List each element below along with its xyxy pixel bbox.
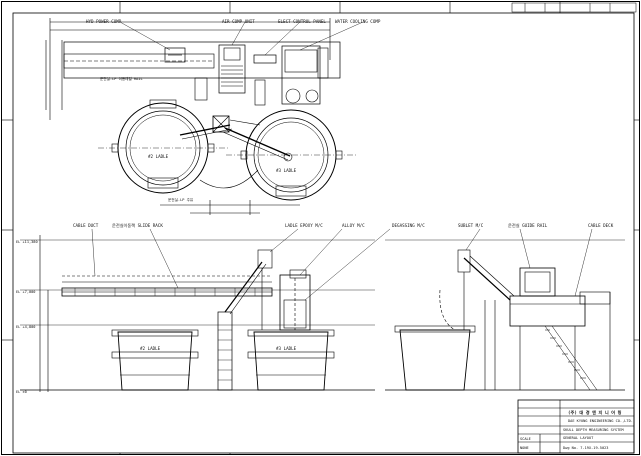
callout-degassing-mc: DEGASSING M/C [392, 223, 425, 228]
callout-water-cooling-comp: WATER COOLING COMP [335, 19, 381, 24]
title-block [517, 399, 635, 454]
label-plan-note: 운전실-LP 주유 [168, 197, 194, 202]
revision-strip [511, 2, 637, 13]
callout-slide-rack: 운전실이동랙 SLIDE RACK [112, 222, 163, 229]
callout-hyd-power-comp: HYD POWER COMP [86, 19, 122, 24]
callout-cable-duct: CABLE DUCT [73, 223, 99, 228]
callout-guide-rail: 운전실 GUIDE RAIL [508, 222, 548, 228]
front-elevation [20, 235, 375, 392]
plan-view [45, 18, 356, 215]
title-company-en: DAE KYUNG ENGINEERING CO.,LTD. [568, 419, 633, 423]
label-front-ladle-2: #2 LADLE [140, 346, 161, 351]
title-sub: GENERAL LAYOUT [563, 436, 594, 440]
label-plan-ladle-2: #2 LADLE [148, 154, 169, 159]
callout-air-comp-unit: AIR COMP UNIT [222, 19, 255, 24]
label-rail: 운전실-LP 이동레일 RAIL [100, 76, 143, 81]
elevation-3: EL +4,800 [16, 325, 35, 329]
title-dwg-no: Dwg No. 7-19X-19-5023 [563, 446, 608, 450]
callout-cable-deck: CABLE DECK [588, 223, 614, 228]
title-company: (주) 대 경 엔 지 니 어 링 [568, 409, 622, 416]
label-front-ladle-3: #3 LADLE [276, 346, 297, 351]
elevation-4: EL ±0 [16, 390, 27, 394]
title-drawing: SKULL DEPTH MEASURING SYSTEM [563, 428, 624, 432]
inner-border [12, 12, 635, 454]
elevation-2: EL +7,000 [16, 290, 35, 294]
title-scale-label: SCALE [520, 437, 531, 441]
title-scale-value: NONE [520, 446, 529, 450]
callout-ladle-epoxy-mc: LADLE EPOXY M/C [285, 223, 323, 228]
callout-alloy-mc: ALLOY M/C [342, 223, 365, 228]
plan-leaders [119, 21, 364, 56]
side-elevation [385, 239, 625, 391]
callout-elect-control-panel: ELECT CONTROL PANEL [278, 19, 326, 24]
callout-sublet-mc: SUBLET M/C [458, 223, 484, 228]
elevation-1: EL +11,380 [16, 240, 38, 244]
label-plan-ladle-3: #3 LADLE [276, 168, 297, 173]
side-leaders [465, 228, 593, 297]
front-leaders [91, 228, 391, 301]
